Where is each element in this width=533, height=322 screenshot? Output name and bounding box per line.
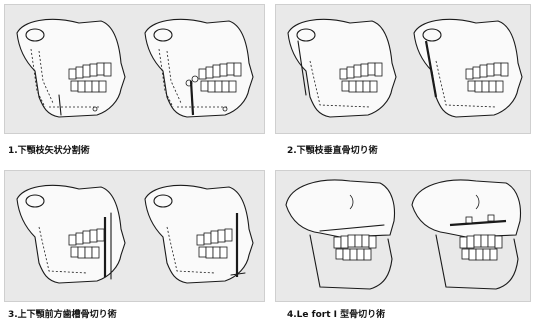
- panel-anterior-alveolar: [4, 170, 265, 302]
- panel-vertical-ramus: [275, 4, 531, 134]
- caption-2: 2.下顎枝垂直骨切り術: [287, 143, 378, 156]
- jaw-illustration-le-fort-1: [276, 171, 530, 301]
- jaw-illustration-sagittal-split: [5, 5, 264, 133]
- caption-4: 4.Le fort Ⅰ 型骨切り術: [287, 307, 385, 320]
- jaw-illustration-anterior-alveolar: [5, 171, 264, 301]
- caption-3: 3.上下顎前方歯槽骨切り術: [8, 307, 117, 320]
- panel-sagittal-split: [4, 4, 265, 134]
- caption-1: 1.下顎枝矢状分割術: [8, 143, 90, 156]
- panel-le-fort-1: [275, 170, 531, 302]
- jaw-illustration-vertical-ramus: [276, 5, 530, 133]
